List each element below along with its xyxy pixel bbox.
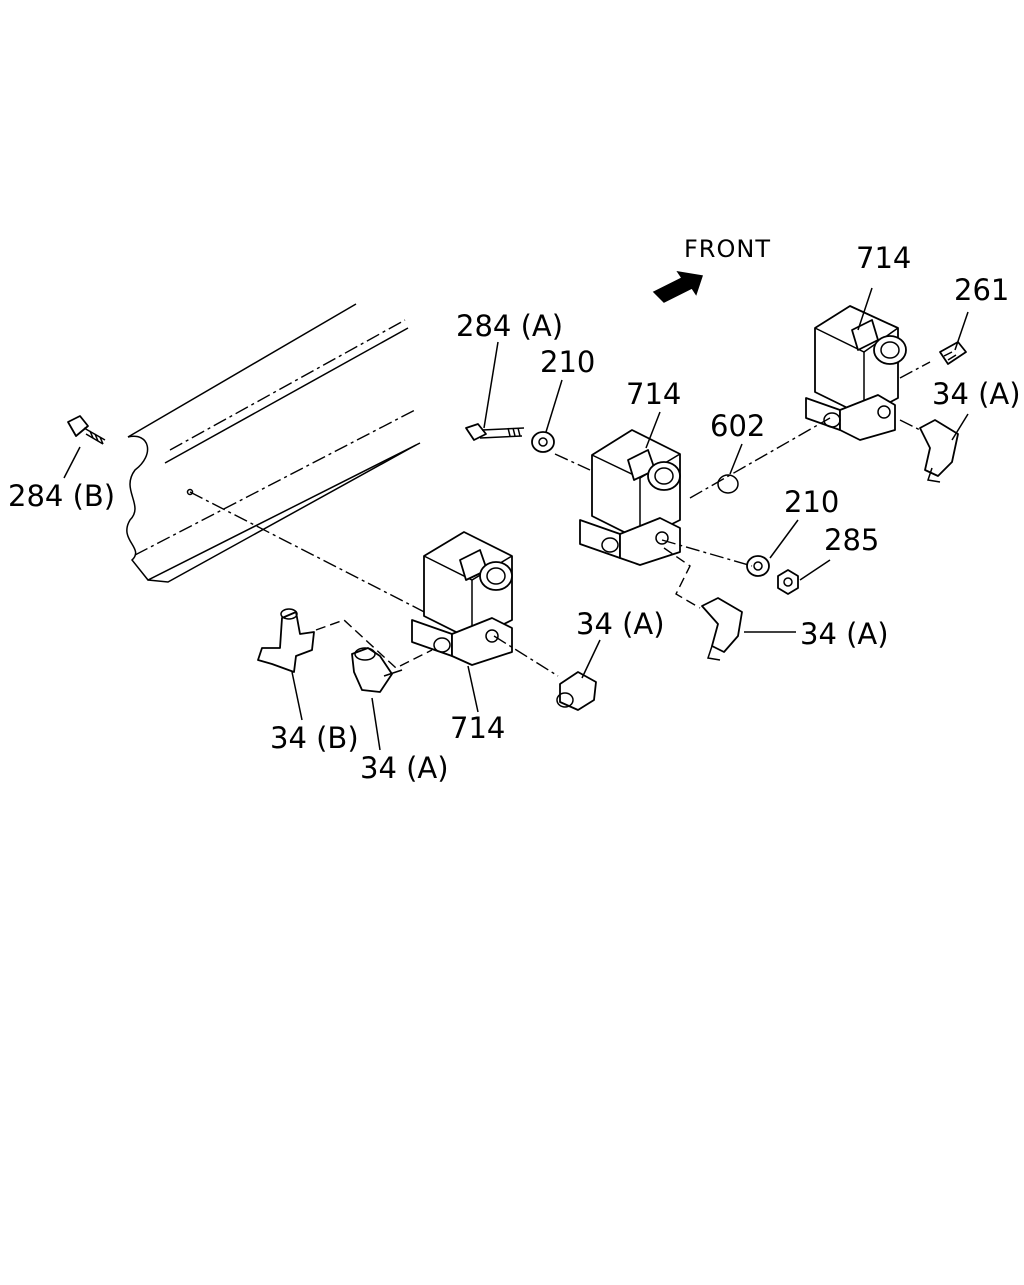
callout-210-right: 210 [784,485,839,519]
fitting-34a-right-mid [701,597,743,661]
fitting-34a-bottom [351,647,403,693]
o-ring-602 [717,474,739,494]
fitting-34b-tee [257,608,315,673]
callout-261: 261 [954,273,1009,307]
callout-210-top: 210 [540,345,595,379]
callout-34a-right: 34 (A) [932,377,1021,411]
callout-602: 602 [710,409,765,443]
callout-34a-bottom: 34 (A) [360,751,449,785]
bolt-284b [67,415,106,445]
callout-284b: 284 (B) [8,479,115,513]
callout-285: 285 [824,523,879,557]
callout-34b: 34 (B) [270,721,359,755]
valve-714-top [805,305,907,441]
washer-210-right [746,555,770,577]
fitting-34a-lower-mid [556,671,597,711]
callout-714-mid: 714 [626,377,681,411]
frame-rail [126,303,441,621]
nut-285 [777,569,799,595]
plug-261 [939,341,967,365]
valve-714-bottom [411,531,513,666]
callout-34a-lower-mid: 34 (A) [576,607,665,641]
callout-34a-right-mid: 34 (A) [800,617,889,651]
front-label: FRONT [684,235,771,263]
valve-714-mid [579,429,681,566]
callout-284a: 284 (A) [456,309,563,343]
callout-714-top: 714 [856,241,911,275]
bolt-284a [465,423,525,441]
fitting-34a-right [919,419,959,483]
washer-210-top [531,431,555,453]
front-arrow-icon [652,270,703,303]
callout-714-bottom: 714 [450,711,505,745]
leader-lines [63,287,969,751]
